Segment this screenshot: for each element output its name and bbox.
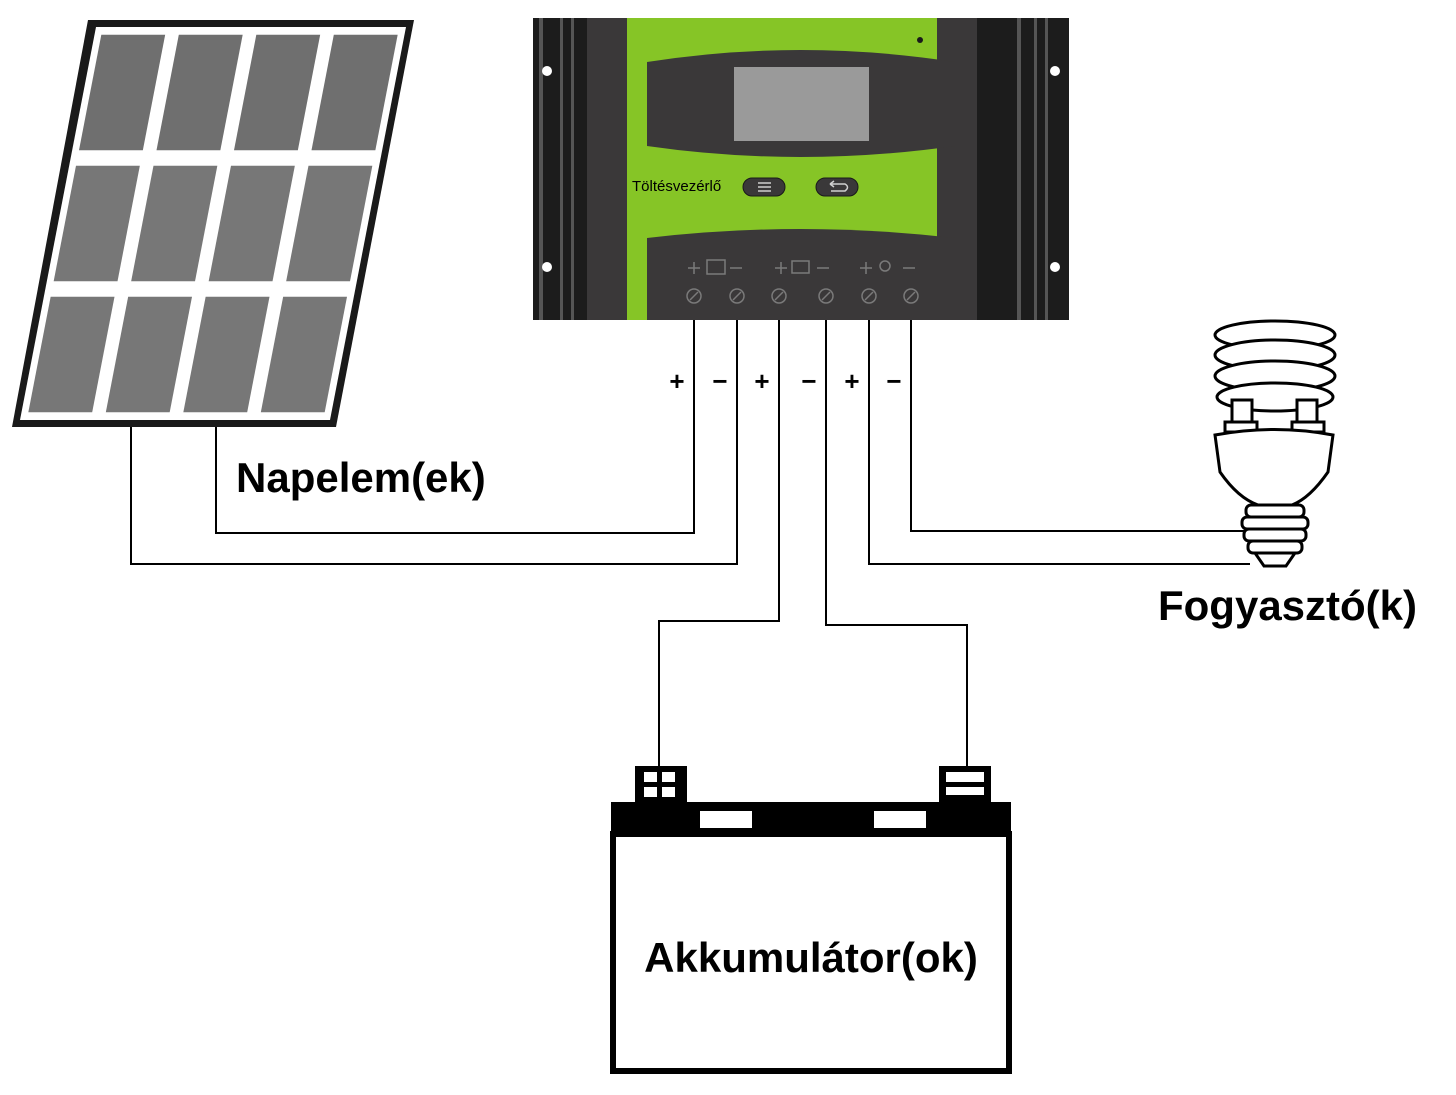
mounting-hole xyxy=(1050,66,1060,76)
terminal-screw xyxy=(729,288,745,304)
solar-cell xyxy=(208,165,295,282)
wiring xyxy=(130,320,1250,766)
battery-positive-post xyxy=(635,766,687,804)
return-button[interactable] xyxy=(815,177,859,197)
terminal-sign-positive: + xyxy=(754,366,769,396)
mounting-hole xyxy=(542,66,552,76)
solar-cell xyxy=(183,296,270,413)
solar-cell xyxy=(260,296,348,413)
terminal-screw xyxy=(771,288,787,304)
solar-cell xyxy=(233,34,321,151)
mounting-hole xyxy=(542,262,552,272)
terminal-screw xyxy=(818,288,834,304)
terminal-block-icons xyxy=(688,259,915,275)
controller-right-flange xyxy=(977,18,1069,320)
battery-body xyxy=(610,831,1012,1074)
battery-icon xyxy=(791,260,810,274)
wire-load-positive xyxy=(868,320,1250,565)
solar-cell xyxy=(105,296,193,413)
status-led xyxy=(917,37,923,43)
menu-icon xyxy=(758,182,771,192)
solar-cell xyxy=(28,296,115,413)
menu-button[interactable] xyxy=(742,177,786,197)
wire-load-negative xyxy=(910,320,1250,532)
solar-cell xyxy=(156,34,243,151)
terminal-sign-negative: − xyxy=(886,366,901,396)
load-label: Fogyasztó(k) xyxy=(1158,582,1417,629)
mounting-hole xyxy=(1050,262,1060,272)
solar-cell xyxy=(286,165,373,282)
terminal-sign-negative: − xyxy=(801,366,816,396)
terminal-screw-slot xyxy=(689,291,699,301)
wire-battery-negative xyxy=(825,320,968,766)
return-icon xyxy=(829,180,849,192)
terminal-screws xyxy=(686,288,919,304)
terminal-sign-negative: − xyxy=(712,366,727,396)
load-bulb xyxy=(1213,319,1337,568)
charge-controller: Töltésvezérlő xyxy=(533,18,1069,320)
solar-cell xyxy=(78,34,166,151)
terminal-signs: +−+−+− xyxy=(669,366,901,396)
terminal-screw xyxy=(686,288,702,304)
controller-label: Töltésvezérlő xyxy=(632,178,721,195)
terminal-screw-slot xyxy=(906,291,916,301)
terminal-screw-slot xyxy=(821,291,831,301)
wire-battery-positive xyxy=(658,320,780,766)
terminal-sign-positive: + xyxy=(844,366,859,396)
terminal-screw xyxy=(861,288,877,304)
battery xyxy=(610,766,1012,1074)
controller-left-flange xyxy=(533,18,587,320)
terminal-screw xyxy=(903,288,919,304)
lcd-display xyxy=(734,67,869,141)
solar-cell xyxy=(53,165,140,282)
solar-cell xyxy=(311,34,398,151)
terminal-screw-slot xyxy=(732,291,742,301)
terminal-sign-positive: + xyxy=(669,366,684,396)
terminal-screw-slot xyxy=(774,291,784,301)
terminal-block xyxy=(647,229,955,320)
battery-label: Akkumulátor(ok) xyxy=(644,934,978,981)
terminal-screw-slot xyxy=(864,291,874,301)
battery-negative-post xyxy=(939,766,991,804)
solar-cell xyxy=(131,165,218,282)
solar-panel-label: Napelem(ek) xyxy=(236,454,486,501)
bulb-icon xyxy=(879,260,891,272)
solar-panel-cells xyxy=(28,34,398,413)
wire-solar-positive xyxy=(215,320,695,534)
wire-solar-negative xyxy=(130,320,738,565)
solar-panel-icon xyxy=(706,259,726,275)
solar-panel xyxy=(12,20,414,427)
